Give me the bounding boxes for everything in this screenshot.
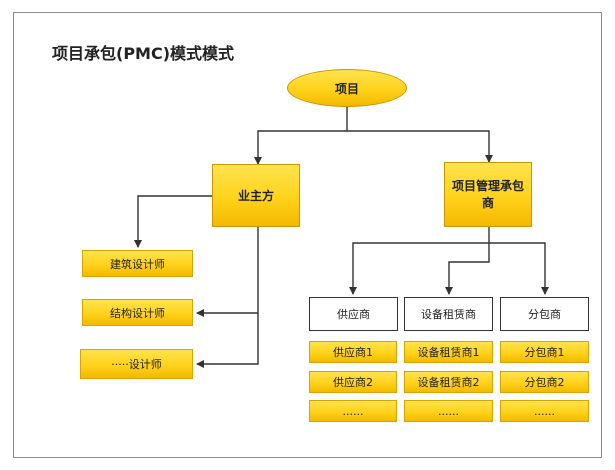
node-struct-designer: 结构设计师 [82,299,193,326]
node-arch-designer: 建筑设计师 [82,250,193,277]
link-pmc-sub [489,242,549,295]
supplier-item: 供应商1 [309,341,397,363]
link-owner-other [196,313,259,368]
equip-item: 设备租赁商2 [404,371,493,393]
node-other-designer: ·····设计师 [80,349,193,379]
node-supplier: 供应商 [309,297,398,331]
link-pmc-split [349,227,490,295]
node-project: 项目 [287,69,407,107]
node-pmc: 项目管理承包商 [444,162,532,227]
diagram-title: 项目承包(PMC)模式模式 [52,44,235,63]
node-subcontractor: 分包商 [500,297,589,331]
node-equip-lessor: 设备租赁商 [404,297,493,331]
sub-item: 分包商1 [500,341,589,363]
link-pmc-equip [445,243,490,295]
sub-item: 分包商2 [500,371,589,393]
link-owner-struct [196,227,259,317]
node-owner: 业主方 [212,164,300,227]
sub-item: ...... [500,400,589,422]
link-owner-arch [134,195,212,248]
link-project-split [254,107,348,165]
supplier-item: 供应商2 [309,371,397,393]
equip-item: 设备租赁商1 [404,341,493,363]
equip-item: ...... [404,400,493,422]
supplier-item: ...... [309,400,397,422]
link-project-pmc [347,130,493,163]
